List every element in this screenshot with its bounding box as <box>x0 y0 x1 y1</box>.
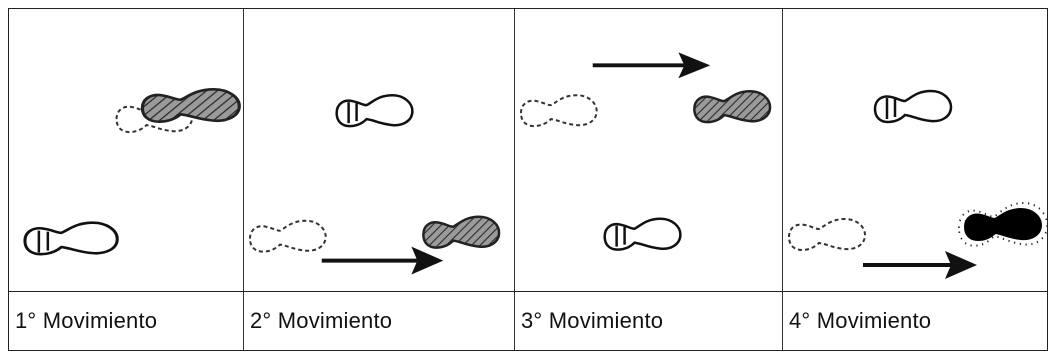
shoe-outline-icon <box>873 89 953 124</box>
arrow-right-icon <box>321 246 444 275</box>
panel-movement-2 <box>244 9 515 291</box>
movement-label-3: 3° Movimiento <box>515 292 783 350</box>
panel-movement-3 <box>515 9 783 291</box>
shoe-outline-icon <box>335 93 414 128</box>
shoe-dashed-icon <box>788 218 866 251</box>
panel-movement-4 <box>783 9 1049 291</box>
shoe-hatched-icon <box>693 89 772 124</box>
shoe-hatched-icon <box>422 215 501 249</box>
shoe-outline-icon <box>23 221 119 256</box>
shoe-dashed-icon <box>519 94 598 128</box>
panel-movement-1 <box>9 9 244 291</box>
arrow-right-icon <box>863 251 977 279</box>
shoe-hatched-icon <box>140 87 241 124</box>
movement-diagram: 1° Movimiento 2° Movimiento 3° Movimient… <box>8 8 1049 351</box>
shoe-outline-icon <box>603 217 682 251</box>
movement-label-2: 2° Movimiento <box>244 292 515 350</box>
arrow-right-icon <box>592 52 711 79</box>
movement-label-4: 4° Movimiento <box>789 308 932 333</box>
movement-label-1: 1° Movimiento <box>9 292 244 350</box>
shoe-black-glow-icon <box>957 201 1049 247</box>
movement-labels: 1° Movimiento 2° Movimiento 3° Movimient… <box>9 291 1047 350</box>
shoe-dashed-icon <box>248 219 327 253</box>
movement-panels <box>9 9 1049 291</box>
